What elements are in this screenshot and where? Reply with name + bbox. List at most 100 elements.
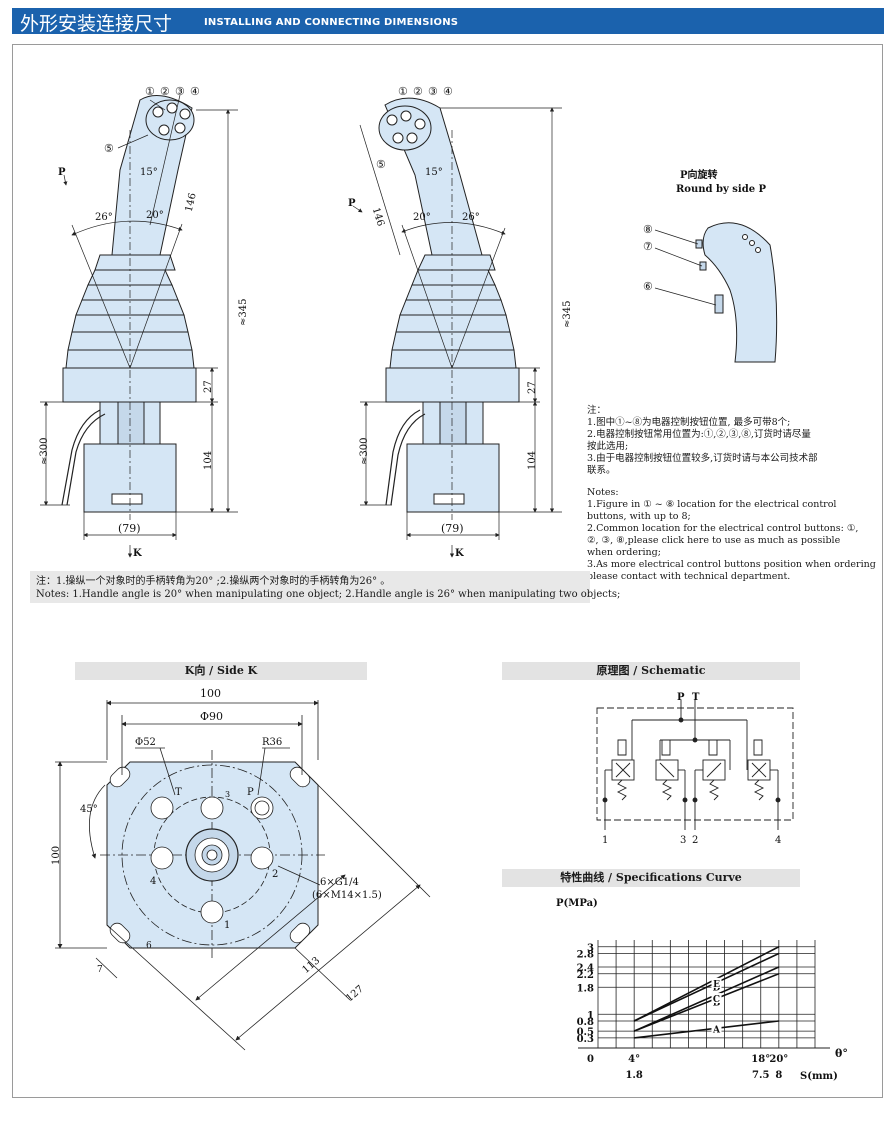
- joystick-view-left: [61, 95, 197, 513]
- spec-curve-title-bar: 特性曲线 / Specifications Curve: [502, 869, 800, 887]
- k-port-t: T: [175, 787, 182, 798]
- note-cn-line: 注：: [587, 405, 607, 416]
- x-tick-label-angle: 4°: [628, 1054, 640, 1065]
- dim-146-left: 146: [184, 192, 199, 213]
- callout-6-side-p: ⑥: [643, 280, 653, 293]
- k-dim-100-top: 100: [200, 687, 221, 700]
- series-line-e: [633, 946, 780, 1022]
- schematic-port-3: 3: [680, 835, 686, 846]
- series-line-b: [633, 973, 780, 1032]
- k-thread-1: 6×G1/4: [320, 877, 359, 888]
- note-en-line: 1.Figure in ① ~ ⑧ location for the elect…: [587, 499, 837, 510]
- notes-block: 注： 1.图中①~⑧为电器控制按钮位置, 最多可带8个; 2.电器控制按钮常用位…: [587, 405, 876, 593]
- k-dim-52: Φ52: [135, 737, 156, 748]
- note-en-line: 3.As more electrical control buttons pos…: [587, 559, 876, 570]
- k-thread-2: (6×M14×1.5): [312, 890, 382, 901]
- joystick-view-middle: [378, 97, 520, 513]
- series-label-b: B: [713, 998, 721, 1008]
- k-port-p: P: [247, 787, 254, 798]
- angle-26-left: 26°: [95, 212, 113, 223]
- note-en-line: when ordering;: [587, 547, 661, 558]
- chart-ylabel: P(MPa): [556, 898, 598, 909]
- y-tick-label: 1: [587, 1010, 594, 1021]
- series-label-e: E: [713, 980, 720, 990]
- chart-xlabel: S(mm): [800, 1071, 838, 1082]
- footnote-bar: 注：1.操纵一个对象时的手柄转角为20° ;2.操纵两个对象时的手柄转角为26°…: [30, 571, 620, 603]
- hydraulic-schematic: [596, 700, 794, 830]
- callout-5-left: ⑤: [104, 142, 114, 155]
- dim-345-left: ≈345: [238, 299, 249, 326]
- k-dim-7: 7: [97, 965, 103, 975]
- notes-en: Notes: 1.Figure in ① ~ ⑧ location for th…: [587, 487, 876, 583]
- angle-26-middle: 26°: [462, 212, 480, 223]
- note-en-line: please contact with technical department…: [587, 571, 791, 582]
- dimensions-left: [40, 94, 238, 558]
- y-tick-label: 0.8: [577, 1017, 594, 1028]
- dim-345-middle: ≈345: [562, 301, 573, 328]
- callout-2-left: ②: [160, 85, 170, 98]
- label-k-middle: K: [455, 548, 464, 559]
- angle-20-left: 20°: [146, 210, 164, 221]
- k-port-1: 1: [224, 920, 230, 931]
- dim-300-left: ≈300: [39, 438, 50, 465]
- note-en-line: ②, ③, ⑧,please click here to use as much…: [587, 535, 841, 546]
- schematic-port-2: 2: [692, 835, 698, 846]
- note-en-line: 2.Common location for the electrical con…: [587, 523, 859, 534]
- dim-27-left: 27: [203, 380, 214, 393]
- series-label-bg: [711, 993, 722, 1004]
- note-cn-line: 1.图中①~⑧为电器控制按钮位置, 最多可带8个;: [587, 417, 791, 428]
- callout-1-left: ①: [145, 85, 155, 98]
- y-tick-label: 0: [587, 1054, 594, 1065]
- y-tick-label: 2.2: [577, 970, 594, 981]
- label-k-left: K: [133, 548, 142, 559]
- note-en-line: Notes:: [587, 487, 619, 498]
- callout-2-middle: ②: [413, 85, 423, 98]
- k-dim-127: 127: [344, 984, 366, 1005]
- side-p-title-cn: P向旋转: [680, 168, 718, 181]
- schematic-title-bar: 原理图 / Schematic: [502, 662, 800, 680]
- dimensions-middle: [352, 107, 562, 558]
- dim-146-middle: 146: [370, 206, 386, 227]
- callout-8-side-p: ⑧: [643, 223, 653, 236]
- y-tick-label: 0.3: [577, 1034, 594, 1045]
- side-p-handle: [695, 222, 778, 363]
- x-tick-label-stroke: 1.8: [625, 1070, 642, 1081]
- side-k-title-bar: K向 / Side K: [75, 662, 367, 680]
- label-p-left: P: [58, 167, 66, 178]
- angle-20-middle: 20°: [413, 212, 431, 223]
- chart-theta-label: θ°: [835, 1047, 848, 1060]
- callout-3-left: ③: [175, 85, 185, 98]
- section-header: 外形安装连接尺寸 INSTALLING AND CONNECTING DIMEN…: [12, 8, 884, 35]
- angle-15-middle: 15°: [425, 167, 443, 178]
- note-cn-line: 联系。: [587, 465, 616, 476]
- header-title-cn: 外形安装连接尺寸: [20, 13, 173, 35]
- y-tick-label: 3: [587, 943, 594, 954]
- footnote-cn: 注：1.操纵一个对象时的手柄转角为20° ;2.操纵两个对象时的手柄转角为26°…: [36, 576, 391, 587]
- notes-cn: 注： 1.图中①~⑧为电器控制按钮位置, 最多可带8个; 2.电器控制按钮常用位…: [587, 405, 872, 477]
- k-dim-6: 6: [146, 941, 152, 951]
- schematic-label-p: P: [677, 692, 685, 703]
- dim-27-middle: 27: [527, 381, 538, 394]
- x-tick-label-stroke: 8: [775, 1070, 782, 1081]
- y-tick-label: 2.4: [577, 963, 594, 974]
- k-dim-113: 113: [301, 955, 323, 976]
- k-dim-r36: R36: [262, 737, 282, 748]
- x-tick-label-stroke: 7.5: [752, 1070, 769, 1081]
- callout-3-middle: ③: [428, 85, 438, 98]
- side-p-title-en: Round by side P: [676, 184, 767, 195]
- series-label-a: A: [712, 1025, 721, 1035]
- k-port-3: 3: [225, 790, 230, 799]
- x-tick-label-angle: 20°: [769, 1054, 788, 1065]
- k-dim-90: Φ90: [200, 710, 223, 723]
- y-tick-label: 0.5: [577, 1027, 594, 1038]
- content-frame: [12, 44, 883, 1098]
- y-tick-label: 1.8: [577, 983, 594, 994]
- schematic-port-1: 1: [602, 835, 608, 846]
- k-port-2: 2: [272, 869, 278, 880]
- header-title-en: INSTALLING AND CONNECTING DIMENSIONS: [204, 17, 459, 28]
- series-label-bg: [711, 1023, 722, 1034]
- series-label-c: C: [713, 995, 720, 1005]
- dim-104-left: 104: [203, 451, 214, 470]
- dim-79-middle: (79): [441, 522, 464, 535]
